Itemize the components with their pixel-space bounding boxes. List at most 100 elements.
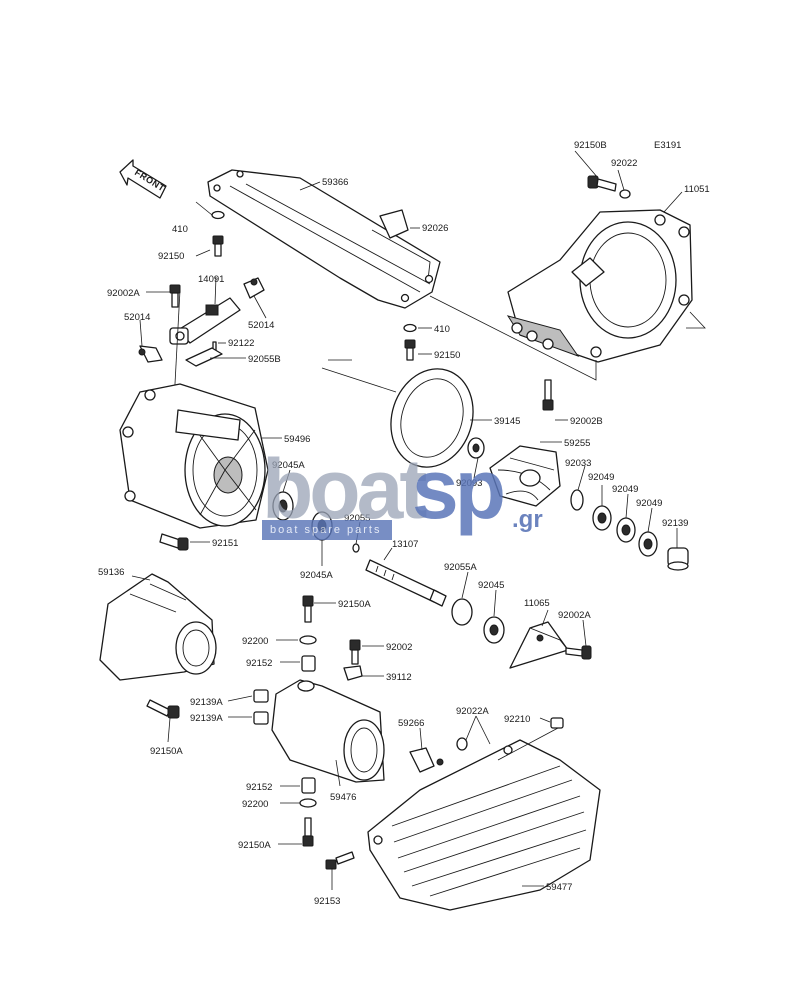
label-92152-top: 92152 (246, 658, 272, 669)
bolt-92002 (349, 639, 361, 665)
bearing-92045A-bottom (311, 511, 333, 541)
washer-410-mid (403, 323, 417, 333)
label-92153: 92153 (314, 896, 340, 907)
label-13107: 13107 (392, 539, 418, 550)
label-92049-a: 92049 (588, 472, 614, 483)
collar-92049-b (616, 517, 636, 543)
label-92151: 92151 (212, 538, 238, 549)
bolt-92150A-left (146, 699, 180, 719)
label-92045A-bottom: 92045A (300, 570, 333, 581)
label-92022: 92022 (611, 158, 637, 169)
collar-92152-top (301, 655, 316, 672)
washer-92022 (619, 189, 631, 199)
cap-11065 (509, 621, 569, 669)
label-92150B: 92150B (574, 140, 607, 151)
label-92150-top: 92150 (158, 251, 184, 262)
collar-92152-bottom (301, 777, 316, 794)
label-92049-c: 92049 (636, 498, 662, 509)
label-59496: 59496 (284, 434, 310, 445)
bracket-39112 (343, 665, 363, 681)
shaft-13107 (365, 559, 447, 607)
label-92002: 92002 (386, 642, 412, 653)
bushing-92139A-top (253, 689, 269, 703)
label-410-top: 410 (172, 224, 188, 235)
label-92002B: 92002B (570, 416, 603, 427)
label-92055A: 92055A (444, 562, 477, 573)
label-92049-b: 92049 (612, 484, 638, 495)
assembly-guide-line (321, 359, 397, 393)
label-92093: 92093 (456, 478, 482, 489)
o-ring-92055 (352, 543, 360, 553)
ride-plate-bracket (207, 169, 441, 309)
label-52014-right: 52014 (248, 320, 274, 331)
gasket-92055B (185, 347, 223, 367)
label-92033: 92033 (565, 458, 591, 469)
label-59136: 59136 (98, 567, 124, 578)
label-59476: 59476 (330, 792, 356, 803)
bearing-92045 (483, 616, 505, 644)
fitting-59266 (409, 747, 444, 773)
label-92045: 92045 (478, 580, 504, 591)
bearing-92045A-top (272, 491, 294, 521)
label-52014-left: 52014 (124, 312, 150, 323)
wear-ring-39145 (390, 368, 474, 468)
fitting-52014-right (243, 277, 265, 299)
label-92200-bottom: 92200 (242, 799, 268, 810)
assembly-guide-line-right (429, 295, 597, 381)
bushing-92139 (667, 547, 689, 571)
label-92045A-top: 92045A (272, 460, 305, 471)
label-92150A-bottom: 92150A (238, 840, 271, 851)
label-59255: 59255 (564, 438, 590, 449)
pump-case-right (506, 209, 706, 363)
pump-body-59496 (119, 383, 269, 529)
bushing-92139A-bottom (253, 711, 269, 725)
bolt-92150-top (212, 235, 224, 257)
label-92002A-left: 92002A (107, 288, 140, 299)
label-59266: 59266 (398, 718, 424, 729)
washer-92022A (456, 737, 468, 751)
bolt-92150A-top (302, 595, 314, 623)
label-92122: 92122 (228, 338, 254, 349)
nozzle-duct-59136 (99, 573, 217, 681)
steering-nozzle-59476 (271, 679, 385, 783)
label-92139A-bottom: 92139A (190, 713, 223, 724)
label-39112: 39112 (386, 672, 412, 683)
collar-92049-a (592, 505, 612, 531)
fitting-52014-left (138, 345, 163, 363)
diagram-code: E3191 (654, 140, 681, 151)
label-92200-top: 92200 (242, 636, 268, 647)
label-92055: 92055 (344, 513, 370, 524)
label-92139A-top: 92139A (190, 697, 223, 708)
bolt-92150-mid (404, 339, 416, 361)
label-92055B: 92055B (248, 354, 281, 365)
label-92139: 92139 (662, 518, 688, 529)
grille-59477 (367, 739, 601, 911)
label-59477: 59477 (546, 882, 572, 893)
label-92022A: 92022A (456, 706, 489, 717)
label-92150A-top: 92150A (338, 599, 371, 610)
collar-92049-c (638, 531, 658, 557)
bolt-92002A-right (565, 645, 592, 660)
label-92150-mid: 92150 (434, 350, 460, 361)
front-arrow-icon: FRONT (119, 159, 167, 199)
impeller-59255 (489, 445, 561, 507)
label-92026: 92026 (422, 223, 448, 234)
washer-92200-top (299, 635, 317, 645)
washer-92200-bottom (299, 798, 317, 808)
bolt-92150B (587, 175, 617, 192)
label-410-mid: 410 (434, 324, 450, 335)
bolt-92151 (159, 533, 189, 551)
label-11065: 11065 (524, 598, 550, 609)
seal-92093 (467, 437, 485, 459)
bolt-92153 (325, 851, 355, 870)
part-labels: 59366 92026 410 92150 92150B 92022 11051… (98, 140, 710, 907)
label-92002A-right: 92002A (558, 610, 591, 621)
circlip-92033 (570, 489, 584, 511)
label-92152-bottom: 92152 (246, 782, 272, 793)
label-11051: 11051 (684, 184, 710, 195)
label-92150A-left: 92150A (150, 746, 183, 757)
bolt-92002B (542, 379, 554, 411)
bolt-92210 (550, 717, 564, 729)
bolt-92150A-bottom (302, 817, 314, 847)
